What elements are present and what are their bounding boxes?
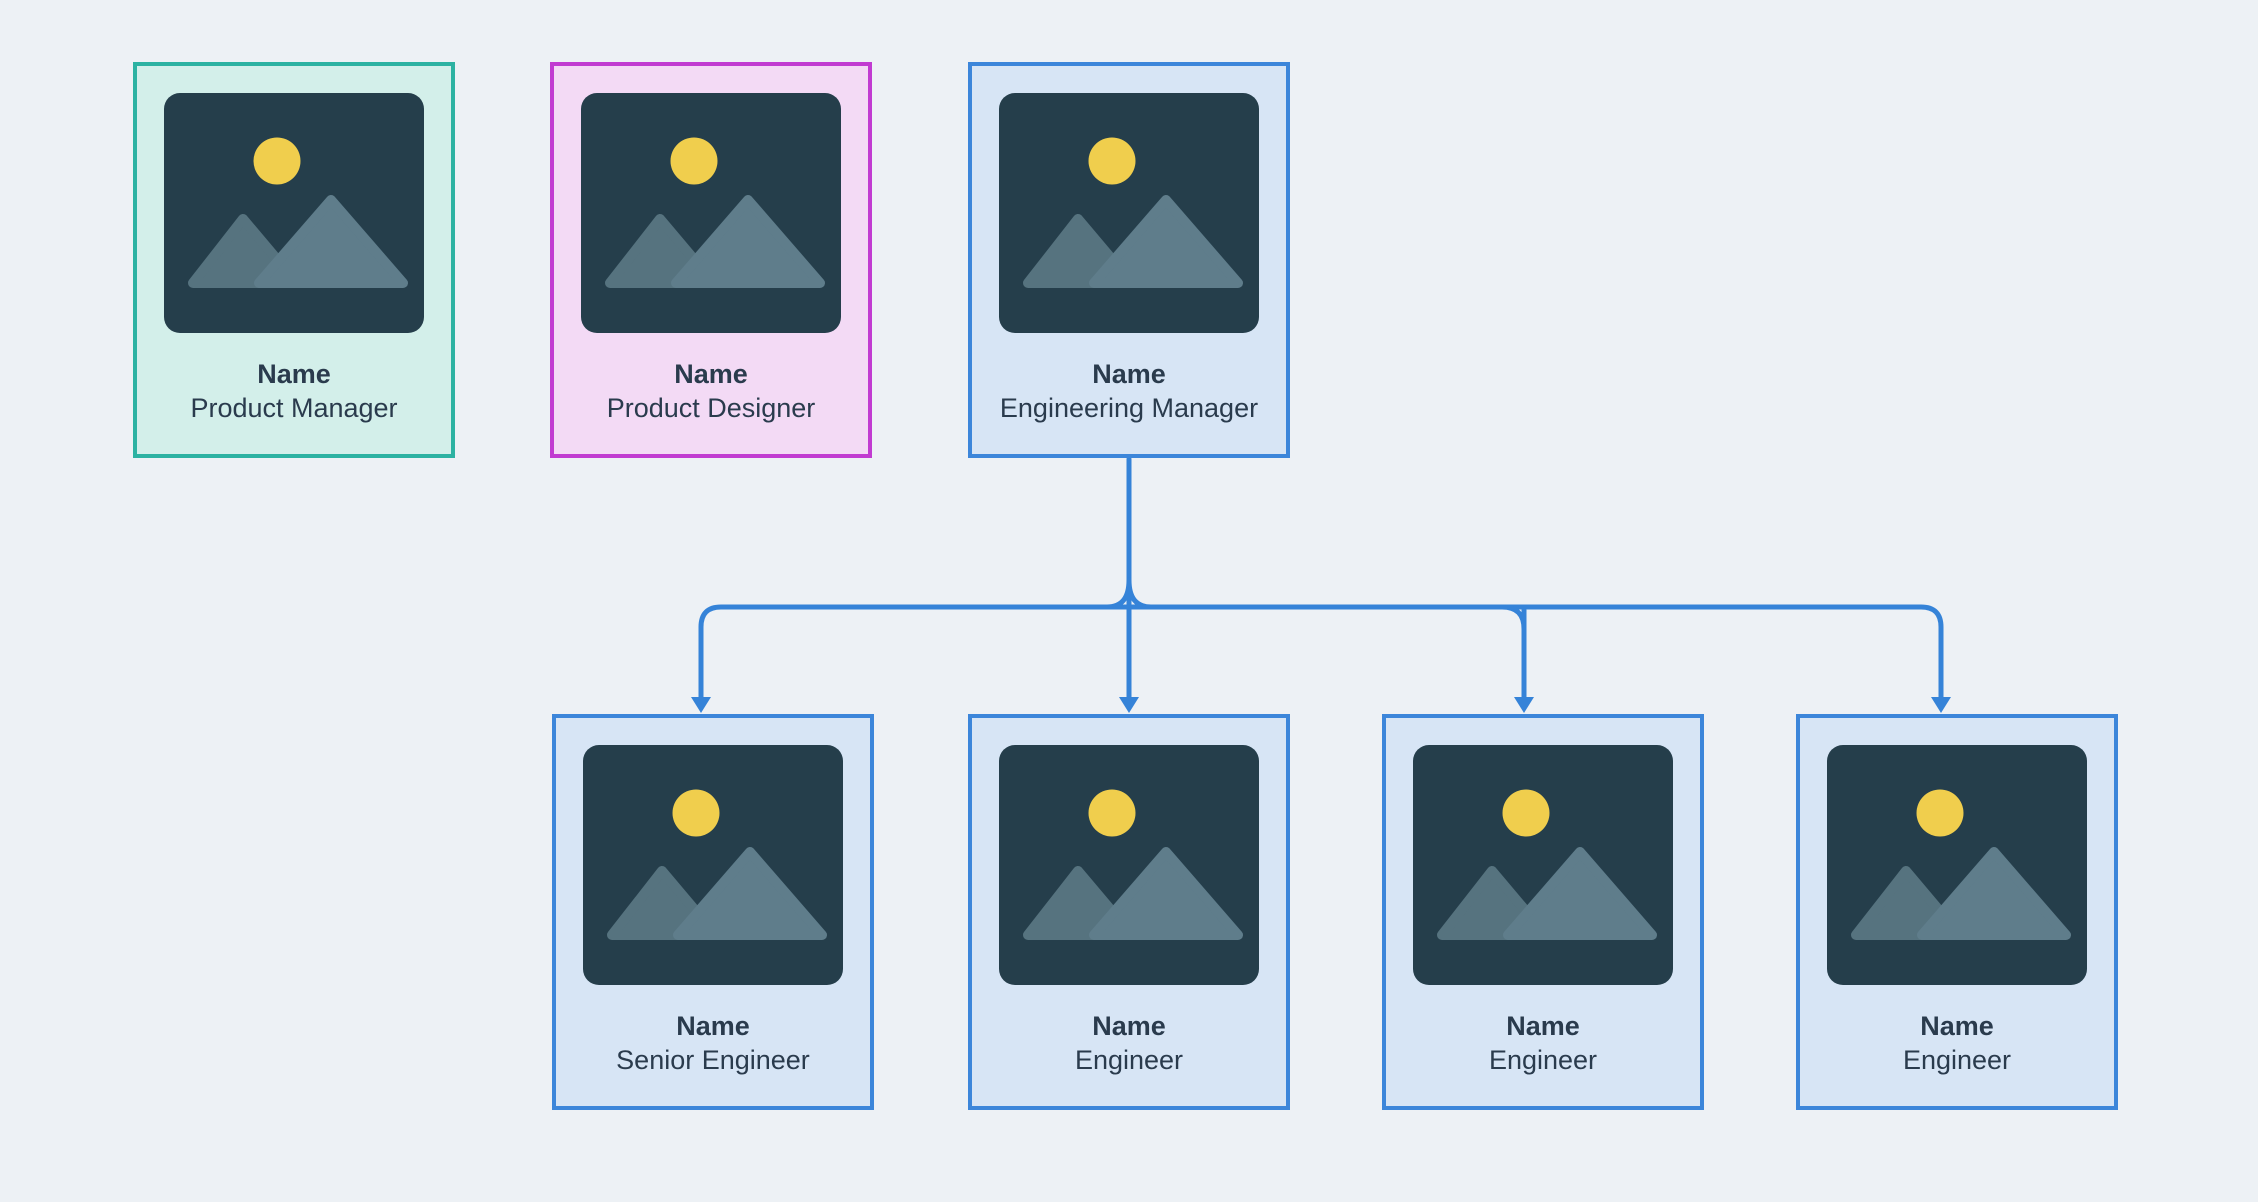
image-placeholder-icon	[1827, 745, 2087, 985]
mountain-right-icon	[1917, 847, 2071, 940]
photo-frame	[999, 745, 1259, 985]
photo-frame	[581, 93, 841, 333]
connector-rail	[698, 604, 1944, 702]
card-engineering-manager[interactable]: Name Engineering Manager	[968, 62, 1290, 458]
card-engineer-1[interactable]: Name Engineer	[968, 714, 1290, 1110]
image-placeholder-icon	[999, 93, 1259, 333]
photo-frame	[1827, 745, 2087, 985]
person-role: Product Manager	[190, 393, 398, 423]
photo-frame	[583, 745, 843, 985]
image-placeholder-icon	[164, 93, 424, 333]
person-role: Engineer	[1488, 1045, 1598, 1075]
person-name: Name	[1092, 1011, 1166, 1041]
image-placeholder-icon	[581, 93, 841, 333]
person-name: Name	[674, 359, 748, 389]
card-engineer-3[interactable]: Name Engineer	[1796, 714, 2118, 1110]
sun-icon	[670, 137, 718, 185]
person-name: Name	[1920, 1011, 1994, 1041]
photo-frame	[164, 93, 424, 333]
card-engineer-2[interactable]: Name Engineer	[1382, 714, 1704, 1110]
person-name: Name	[676, 1011, 750, 1041]
card-product-designer[interactable]: Name Product Designer	[550, 62, 872, 458]
photo-frame	[1413, 745, 1673, 985]
person-name: Name	[257, 359, 331, 389]
image-placeholder-icon	[583, 745, 843, 985]
photo-frame	[999, 93, 1259, 333]
mountain-right-icon	[673, 847, 827, 940]
sun-icon	[1916, 789, 1964, 837]
sun-icon	[672, 789, 720, 837]
card-senior-engineer[interactable]: Name Senior Engineer	[552, 714, 874, 1110]
sun-icon	[1502, 789, 1550, 837]
person-role: Engineering Manager	[999, 393, 1259, 423]
person-role: Senior Engineer	[616, 1045, 810, 1075]
mountain-right-icon	[671, 195, 825, 288]
image-placeholder-icon	[999, 745, 1259, 985]
person-role: Engineer	[1902, 1045, 2012, 1075]
sun-icon	[1088, 789, 1136, 837]
mountain-right-icon	[1089, 195, 1243, 288]
person-name: Name	[1506, 1011, 1580, 1041]
mountain-right-icon	[1089, 847, 1243, 940]
image-placeholder-icon	[1413, 745, 1673, 985]
person-role: Product Designer	[606, 393, 816, 423]
person-name: Name	[1092, 359, 1166, 389]
person-role: Engineer	[1074, 1045, 1184, 1075]
mountain-right-icon	[254, 195, 408, 288]
sun-icon	[1088, 137, 1136, 185]
mountain-right-icon	[1503, 847, 1657, 940]
connector-trunk	[1104, 456, 1154, 703]
arrow-down-icon	[691, 697, 1951, 713]
card-product-manager[interactable]: Name Product Manager	[133, 62, 455, 458]
sun-icon	[253, 137, 301, 185]
